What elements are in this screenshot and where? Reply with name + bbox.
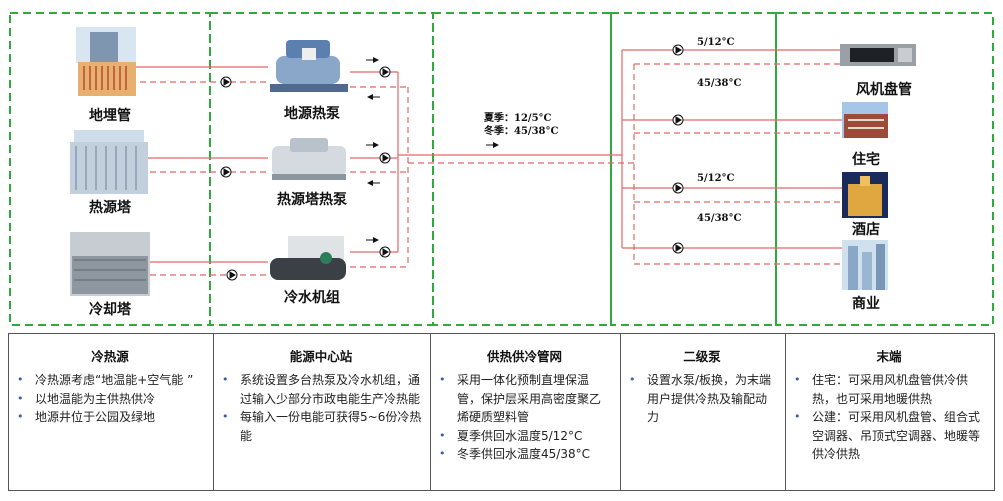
zone-terminal xyxy=(775,12,994,326)
legend-item: •以地温能为主供热供冷 xyxy=(17,391,156,406)
summer-temp-label: 夏季：12/5°C xyxy=(483,111,552,124)
chiller-illustration xyxy=(270,236,346,280)
system-diagram: 地埋管 热源塔 冷却塔 地源热泵 热源塔热泵 冷水机组 风机盘管 住宅 酒店 商… xyxy=(9,12,994,326)
legend-col-network: 供热供冷管网 •采用一体化预制直埋保温管，保护层采用高密度聚乙烯硬质塑料管 •夏… xyxy=(431,334,621,490)
flow-arrows xyxy=(366,57,499,243)
residence-label: 住宅 xyxy=(852,151,880,168)
ground-pipe-illustration xyxy=(76,27,136,96)
legend-title: 二级泵 xyxy=(683,349,721,364)
legend-item: •采用一体化预制直埋保温管，保护层采用高密度聚乙烯硬质塑料管 xyxy=(439,373,602,424)
zone-frames xyxy=(9,12,994,326)
zone-network xyxy=(432,12,612,326)
pump-icon xyxy=(220,76,232,88)
supply-temp-label-2: 5/12°C xyxy=(697,173,735,184)
tower-heat-pump-illustration xyxy=(272,138,346,180)
legend-item: •冬季供回水温度45/38°C xyxy=(439,447,590,461)
fan-coil-label: 风机盘管 xyxy=(856,81,912,98)
hotel-illustration xyxy=(842,172,888,218)
zone-secondary-pump xyxy=(610,12,777,326)
legend-title: 供热供冷管网 xyxy=(486,349,562,364)
legend-item: •冷热源考虑“地温能+空气能 ” xyxy=(17,373,194,387)
pump-icon xyxy=(672,114,684,126)
fan-coil-illustration xyxy=(840,44,916,66)
commercial-illustration xyxy=(842,240,888,290)
pump-icon xyxy=(672,44,684,56)
ground-source-heat-pump-illustration xyxy=(270,40,348,92)
pump-icon xyxy=(672,182,684,194)
legend-item: •地源井位于公园及绿地 xyxy=(17,410,156,424)
pump-icon xyxy=(672,242,684,254)
legend-col-station: 能源中心站 •系统设置多台热泵及冷水机组，通过输入少部分市政电能生产冷热能 •每… xyxy=(214,334,431,490)
ground-source-heat-pump-label: 地源热泵 xyxy=(284,105,340,122)
legend-item: •夏季供回水温度5/12°C xyxy=(439,428,583,443)
chiller-label: 冷水机组 xyxy=(284,289,340,306)
pump-icon xyxy=(379,152,391,164)
legend-col-secondary-pump: 二级泵 •设置水泵/板换，为末端用户提供冷热及输配动力 xyxy=(621,334,786,490)
legend-title: 能源中心站 xyxy=(289,349,353,364)
pump-icon xyxy=(220,166,232,178)
legend-col-terminal: 末端 •住宅：可采用风机盘管供冷供热，也可采用地暖供热 •公建：可采用风机盘管、… xyxy=(786,334,994,490)
legend-item: •每输入一份电能可获得5~6份冷热能 xyxy=(222,410,422,443)
hotel-label: 酒店 xyxy=(852,221,880,238)
ground-pipe-label: 地埋管 xyxy=(89,107,131,124)
legend-title: 冷热源 xyxy=(91,349,129,364)
cooling-tower-label: 冷却塔 xyxy=(89,301,132,318)
legend-item: •系统设置多台热泵及冷水机组，通过输入少部分市政电能生产冷热能 xyxy=(222,373,421,406)
tower-heat-pump-label: 热源塔热泵 xyxy=(277,191,347,208)
pump-icon xyxy=(379,66,391,78)
heat-tower-illustration xyxy=(70,130,148,194)
legend-title: 末端 xyxy=(876,349,902,364)
pump-icon xyxy=(379,246,391,258)
legend-item: •住宅：可采用风机盘管供冷供热，也可采用地暖供热 xyxy=(794,373,969,406)
pump-icon xyxy=(226,269,238,281)
return-temp-label-1: 45/38°C xyxy=(697,78,741,89)
winter-temp-label: 冬季：45/38°C xyxy=(484,124,558,137)
commercial-label: 商业 xyxy=(852,295,880,312)
supply-temp-label-1: 5/12°C xyxy=(697,37,735,48)
residence-illustration xyxy=(842,102,888,138)
legend-table: 冷热源 •冷热源考虑“地温能+空气能 ” •以地温能为主供热供冷 •地源井位于公… xyxy=(8,333,995,491)
cooling-tower-illustration xyxy=(70,232,150,296)
legend-item: •公建：可采用风机盘管、组合式空调器、吊顶式空调器、地暖等供冷供热 xyxy=(794,410,981,461)
pipes xyxy=(120,49,845,276)
legend-item: •设置水泵/板换，为末端用户提供冷热及输配动力 xyxy=(629,373,772,424)
pumps xyxy=(220,44,684,281)
return-temp-label-2: 45/38°C xyxy=(697,213,741,224)
heat-tower-label: 热源塔 xyxy=(89,199,132,216)
legend-col-sources: 冷热源 •冷热源考虑“地温能+空气能 ” •以地温能为主供热供冷 •地源井位于公… xyxy=(9,334,214,490)
